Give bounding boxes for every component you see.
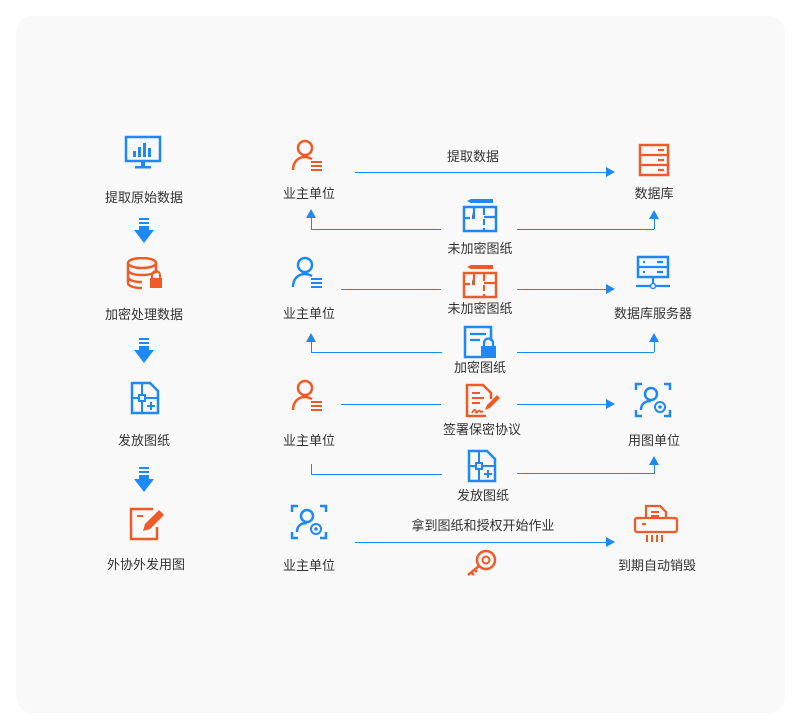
arrow-right-icon [606, 167, 615, 177]
connector-line [311, 217, 312, 229]
unencrypted-drawing-icon [462, 265, 498, 299]
user-list-icon [291, 139, 322, 171]
connector-line [355, 172, 607, 173]
arrow-right-icon [606, 284, 615, 294]
down-arrow-icon [134, 218, 154, 243]
down-arrow-icon [134, 467, 154, 492]
edit-icon [129, 507, 164, 541]
target-label: 用图单位 [627, 434, 681, 449]
step-label: 外协外发用图 [106, 558, 186, 573]
connector-line [517, 404, 607, 405]
connector-line [654, 341, 655, 352]
connector-line [311, 352, 442, 353]
target-label: 数据库服务器 [613, 307, 693, 322]
connector-line [517, 473, 654, 474]
step-label: 提取原始数据 [104, 191, 184, 206]
target-label: 到期自动销毁 [617, 559, 697, 574]
connector-line [654, 218, 655, 229]
connector-line [311, 474, 442, 475]
blueprint-icon [467, 449, 497, 483]
item-label: 加密图纸 [453, 361, 507, 376]
source-label: 业主单位 [282, 187, 336, 202]
source-label: 业主单位 [282, 434, 336, 449]
target-label: 数据库 [634, 187, 674, 202]
step-label: 加密处理数据 [104, 308, 184, 323]
blueprint-icon [130, 381, 160, 415]
connector-line [311, 341, 312, 352]
connector-line [341, 289, 441, 290]
key-icon [467, 549, 497, 576]
source-label: 业主单位 [282, 307, 336, 322]
connector-line [355, 542, 607, 543]
connector-line [517, 289, 607, 290]
arrow-up-icon [649, 456, 659, 465]
database-icon [638, 143, 670, 177]
monitor-chart-icon [124, 135, 162, 169]
arrow-up-icon [649, 210, 659, 219]
item-label: 未加密图纸 [447, 302, 513, 317]
encrypted-drawing-icon [463, 325, 496, 359]
down-arrow-icon [134, 338, 154, 363]
arrow-right-icon [606, 399, 615, 409]
sign-agreement-icon [465, 383, 500, 418]
user-settings-icon [634, 382, 672, 418]
connector-line [311, 464, 312, 474]
arrow-up-icon [649, 333, 659, 342]
user-list-icon [291, 379, 322, 411]
arrow-right-icon [606, 537, 615, 547]
item-label: 未加密图纸 [447, 242, 513, 257]
arrow-up-icon [306, 333, 316, 342]
item-label: 签署保密协议 [442, 423, 522, 438]
user-settings-icon [290, 504, 328, 540]
source-label: 业主单位 [282, 559, 336, 574]
connector-line [311, 229, 441, 230]
shredder-icon [633, 504, 679, 542]
arrow-up-icon [306, 209, 316, 218]
connector-line [341, 404, 441, 405]
user-list-icon [291, 256, 322, 288]
action-label: 提取数据 [446, 150, 500, 165]
database-server-icon [636, 255, 670, 290]
connector-line [517, 229, 654, 230]
connector-line [517, 352, 654, 353]
unencrypted-drawing-icon [462, 199, 498, 233]
step-label: 发放图纸 [117, 434, 171, 449]
diagram-card [16, 16, 785, 713]
action-label: 拿到图纸和授权开始作业 [411, 519, 555, 534]
connector-line [654, 464, 655, 474]
item-label: 发放图纸 [456, 489, 510, 504]
database-lock-icon [126, 257, 162, 290]
